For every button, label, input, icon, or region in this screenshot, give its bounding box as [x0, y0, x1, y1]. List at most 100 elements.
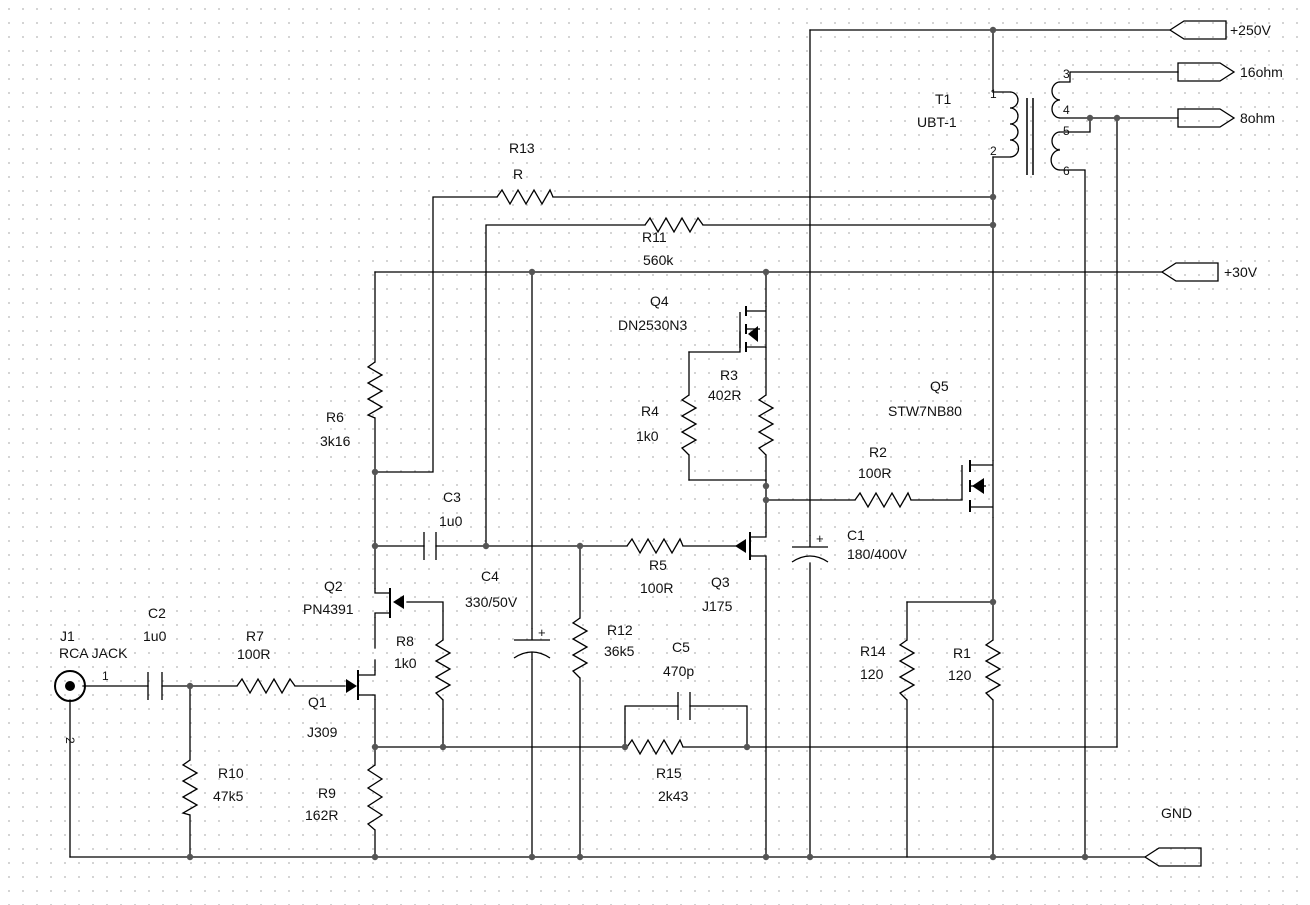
r1-ref: R1	[953, 645, 971, 661]
junction-dot	[371, 542, 379, 550]
junction-dot	[806, 853, 814, 861]
resistor-r1	[984, 639, 1002, 701]
junction-dot	[762, 496, 770, 504]
junction-dot	[576, 542, 584, 550]
t1-ref: T1	[935, 91, 952, 107]
resistor-r3	[757, 394, 775, 456]
r7-ref: R7	[246, 628, 264, 644]
j1-value: RCA JACK	[59, 645, 128, 661]
junction-dot	[762, 853, 770, 861]
junction-dot	[371, 743, 379, 751]
resistor-r9	[366, 764, 384, 831]
c4-ref: C4	[481, 568, 499, 584]
resistor-r14	[898, 639, 916, 701]
r11-ref: R11	[642, 229, 667, 245]
c5-value: 470p	[663, 663, 694, 679]
junction-dot	[371, 853, 379, 861]
t1-pin-3: 3	[1063, 67, 1070, 81]
c4-plus: +	[538, 625, 546, 640]
r8-value: 1k0	[394, 655, 417, 671]
r14-value: 120	[860, 666, 884, 682]
c2-ref: C2	[148, 605, 166, 621]
junction-dot	[186, 682, 194, 690]
r3-value: 402R	[708, 387, 741, 403]
junction-dot	[989, 26, 997, 34]
r15-value: 2k43	[658, 788, 689, 804]
port-gnd-label: GND	[1161, 805, 1192, 821]
t1-pin-2: 2	[990, 144, 997, 158]
q5-ref: Q5	[930, 378, 949, 394]
capacitor-c1	[791, 535, 829, 563]
q3-value: J175	[702, 598, 733, 614]
jfet-q1	[346, 670, 376, 700]
q4-value: DN2530N3	[618, 317, 687, 333]
j1-ref: J1	[60, 628, 75, 644]
junction-dot	[989, 221, 997, 229]
r10-value: 47k5	[213, 788, 244, 804]
resistor-r7	[236, 677, 296, 695]
resistor-r12	[571, 617, 589, 679]
r6-value: 3k16	[320, 433, 351, 449]
resistor-r8	[434, 639, 452, 701]
r2-value: 100R	[858, 465, 891, 481]
junction-dot	[989, 598, 997, 606]
resistor-r10	[181, 759, 199, 816]
junction-dot	[743, 743, 751, 751]
junction-dot	[1113, 114, 1121, 122]
junction-dot	[621, 743, 629, 751]
mosfet-q5	[961, 460, 994, 518]
junction-dot	[576, 853, 584, 861]
junction-dots	[186, 26, 1121, 861]
resistor-r5	[626, 537, 684, 555]
r10-ref: R10	[218, 765, 244, 781]
port-8ohm-label: 8ohm	[1240, 110, 1275, 126]
q2-value: PN4391	[303, 601, 354, 617]
junction-dot	[1081, 853, 1089, 861]
capacitor-c4	[513, 628, 551, 660]
rca-jack-j1	[54, 670, 86, 702]
t1-pin-5: 5	[1063, 124, 1070, 138]
junction-dot	[989, 853, 997, 861]
r15-ref: R15	[656, 765, 682, 781]
capacitor-c5	[677, 692, 691, 720]
c1-value: 180/400V	[847, 546, 908, 562]
r1-value: 120	[948, 667, 972, 683]
junction-dot	[1086, 114, 1094, 122]
junction-dot	[371, 468, 379, 476]
wires	[69, 29, 1179, 858]
r4-value: 1k0	[636, 428, 659, 444]
resistor-r2	[854, 491, 912, 509]
capacitor-c2	[147, 672, 163, 700]
labels: J1 RCA JACK 1 2 C2 1u0 R7 100R R10 47k5 …	[59, 22, 1283, 823]
r6-ref: R6	[326, 409, 344, 425]
junction-dot	[762, 268, 770, 276]
resistor-r11	[644, 216, 704, 234]
port-shapes	[1143, 20, 1236, 867]
jfet-q2	[374, 588, 404, 618]
r5-ref: R5	[649, 557, 667, 573]
r7-value: 100R	[237, 646, 270, 662]
r2-ref: R2	[869, 444, 887, 460]
junction-dot	[528, 853, 536, 861]
mosfet-q4	[739, 306, 767, 352]
t1-pin-4: 4	[1063, 103, 1070, 117]
c3-value: 1u0	[439, 513, 463, 529]
r13-value: R	[513, 166, 523, 182]
r14-ref: R14	[860, 643, 886, 659]
junction-dot	[762, 482, 770, 490]
junction-dot	[482, 542, 490, 550]
jfet-q3	[735, 532, 767, 560]
r12-ref: R12	[607, 622, 633, 638]
r12-value: 36k5	[604, 643, 635, 659]
q5-value: STW7NB80	[888, 403, 962, 419]
t1-value: UBT-1	[917, 114, 957, 130]
transformer-t1	[1009, 81, 1061, 175]
port-lv-label: +30V	[1224, 264, 1258, 280]
r9-value: 162R	[305, 807, 338, 823]
r4-ref: R4	[641, 403, 659, 419]
resistor-r13	[496, 188, 554, 206]
q4-ref: Q4	[650, 293, 669, 309]
c1-plus: +	[816, 531, 824, 546]
